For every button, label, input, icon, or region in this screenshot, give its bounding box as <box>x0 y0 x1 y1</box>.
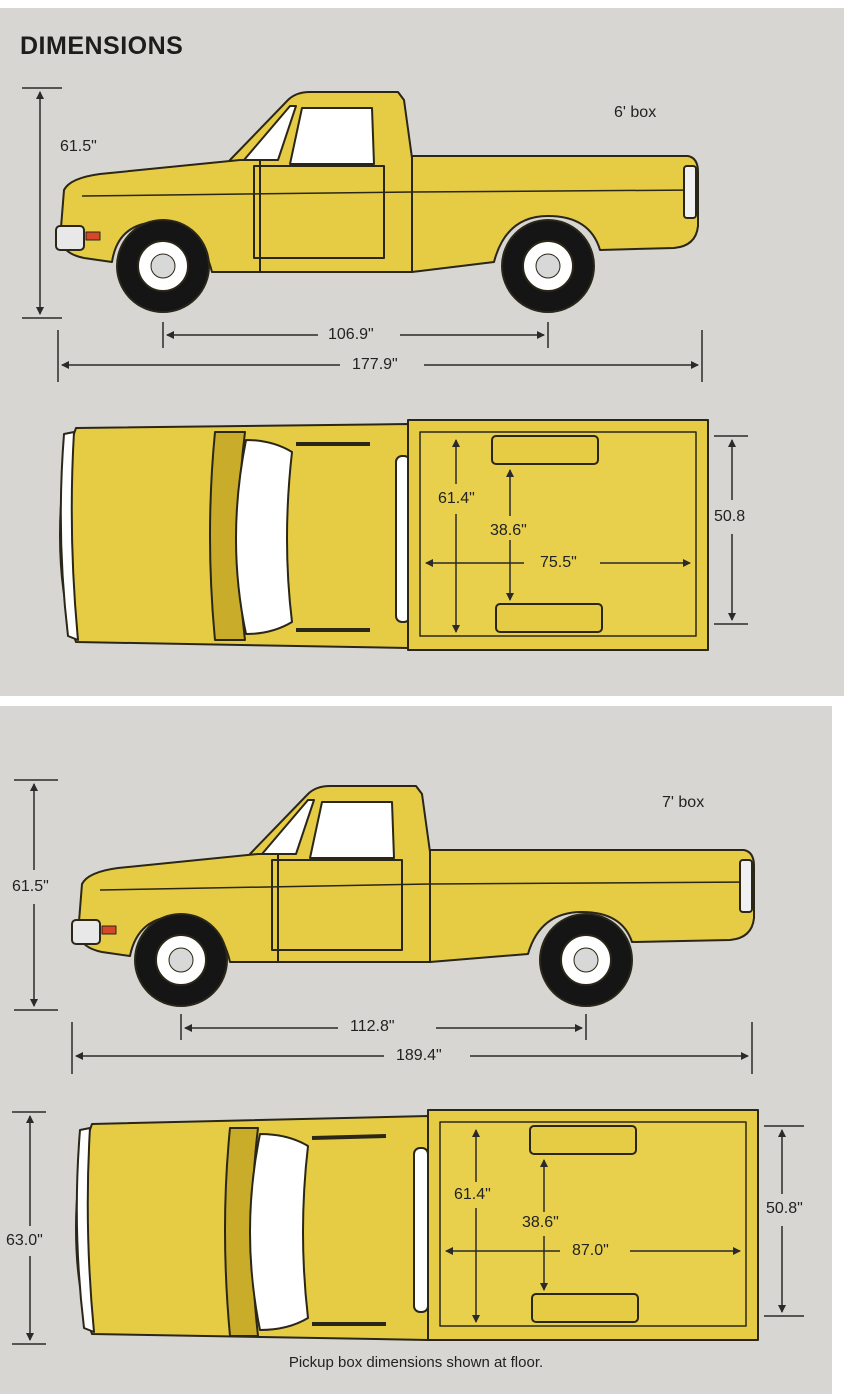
wheelbase-label-bottom: 112.8" <box>350 1018 395 1035</box>
overall-width-label-bottom: 63.0" <box>6 1232 43 1249</box>
wheelwell-width-label-bottom: 38.6" <box>522 1214 559 1231</box>
overall-length-label-bottom: 189.4" <box>396 1047 442 1064</box>
footnote-caption: Pickup box dimensions shown at floor. <box>288 1354 544 1371</box>
truck-side-view-6ft <box>55 91 699 313</box>
wheelbase-label-top: 106.9" <box>328 326 374 343</box>
box-height-label-top: 50.8 <box>714 508 746 525</box>
height-label-top: 61.5" <box>60 138 97 155</box>
wheelwell-width-label-top: 38.6" <box>490 522 527 539</box>
box-size-label-bottom: 7' box <box>662 794 705 811</box>
dimension-lines-bottom-side <box>14 779 753 1074</box>
dimension-lines-top-plan <box>425 435 748 633</box>
truck-top-view-7ft <box>75 1109 759 1341</box>
overall-length-label-top: 177.9" <box>352 356 398 373</box>
box-size-label-top: 6' box <box>614 104 657 121</box>
truck-top-view-6ft <box>59 419 709 651</box>
box-length-label-top: 75.5" <box>540 554 577 571</box>
height-label-bottom: 61.5" <box>12 878 49 895</box>
dimension-lines-top-side <box>22 87 703 382</box>
truck-side-view-7ft <box>71 785 755 1007</box>
dimension-lines-bottom-plan <box>12 1111 804 1345</box>
page-title: DIMENSIONS <box>20 32 184 60</box>
box-outer-width-label-top: 61.4" <box>438 490 475 507</box>
box-outer-width-label-bottom: 61.4" <box>454 1186 491 1203</box>
box-length-label-bottom: 87.0" <box>572 1242 609 1259</box>
box-height-label-bottom: 50.8" <box>766 1200 803 1217</box>
